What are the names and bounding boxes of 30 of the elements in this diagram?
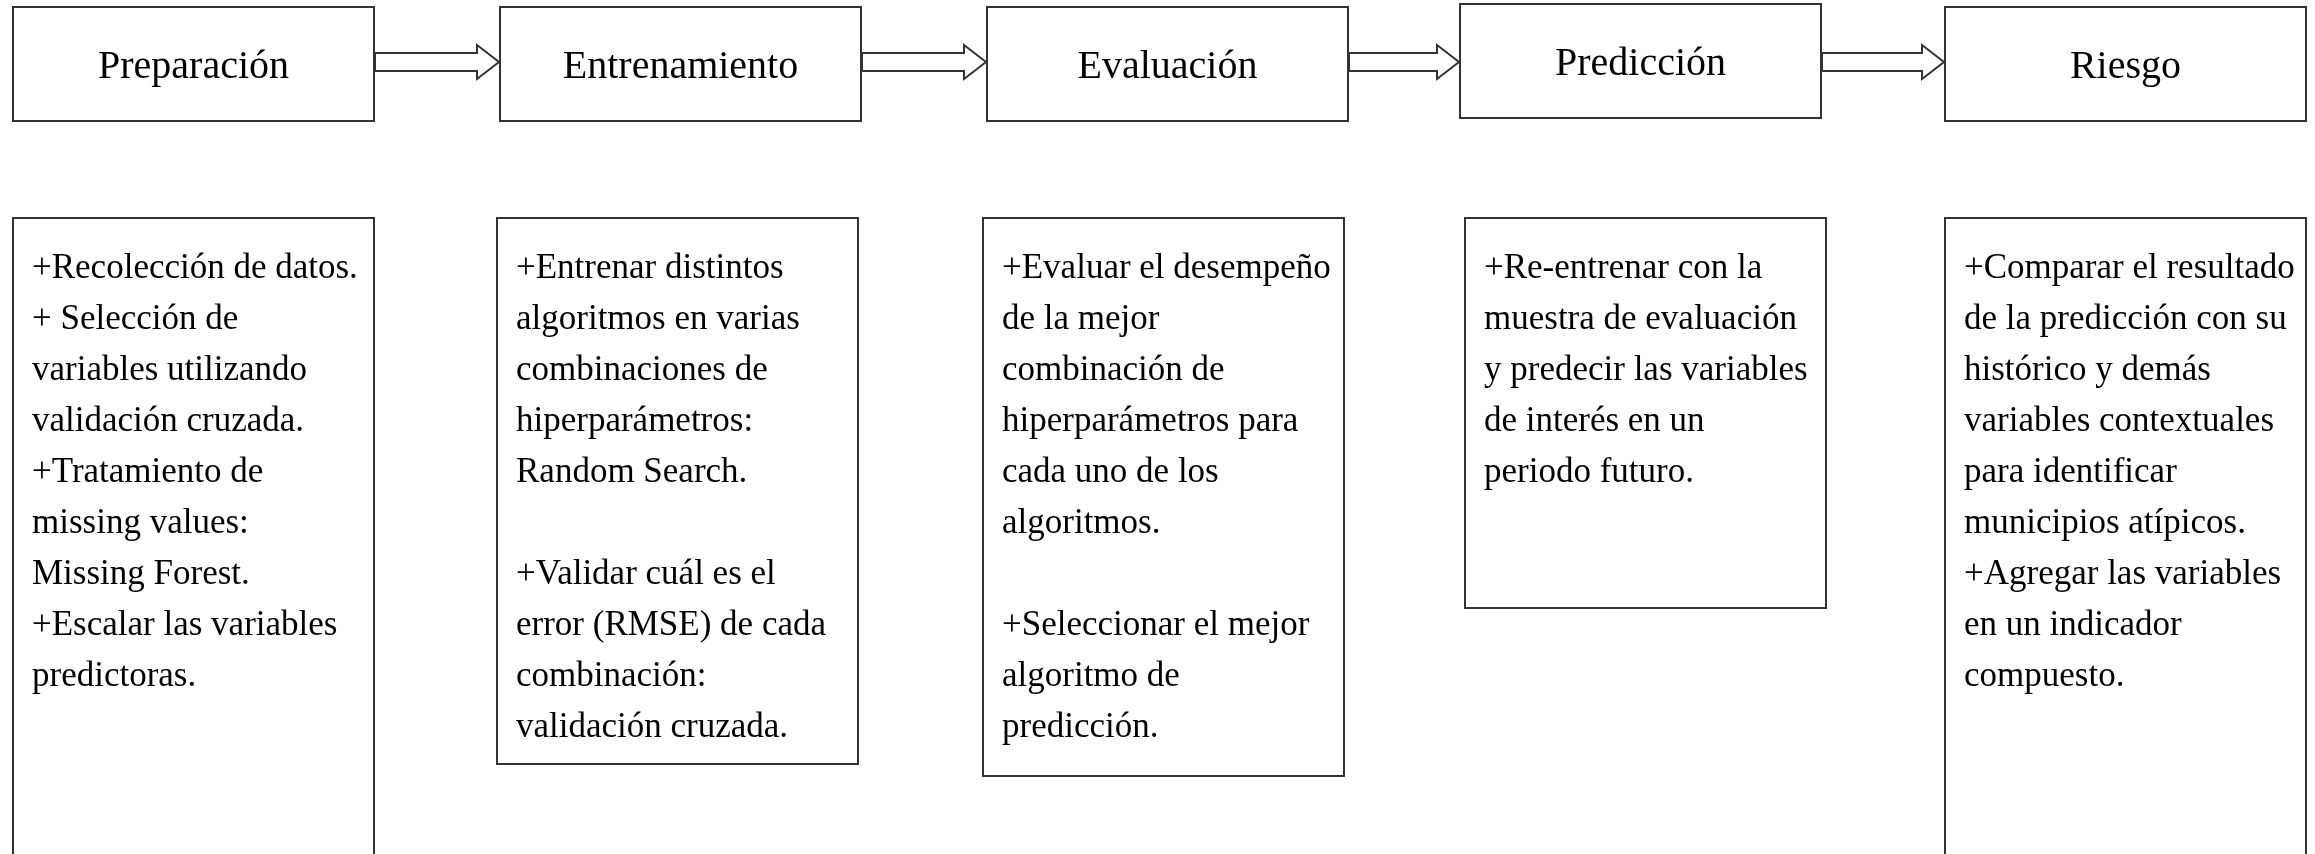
stage-title: Evaluación: [1077, 40, 1258, 88]
stage-title: Riesgo: [2069, 40, 2182, 88]
description-box: [496, 217, 859, 765]
step-text: +Escalar las variables predictoras.: [32, 603, 339, 696]
step-text: + Selección de variables utilizando validación cruzada.: [32, 297, 309, 441]
block-arrow: [1821, 42, 1946, 82]
stage-title: Preparación: [98, 40, 289, 88]
description-box: [982, 217, 1345, 777]
block-arrow: [861, 42, 988, 82]
stage-box: [1459, 3, 1822, 119]
step-text: +Agregar las variables en un indicador compuesto.: [1964, 552, 2283, 696]
step-text: +Entrenar distintos algoritmos en varias combinaciones de hiperparámetros: Random Search.: [516, 246, 801, 492]
stage-box: [499, 6, 862, 122]
stage-title: Entrenamiento: [562, 40, 799, 88]
description-box: [12, 217, 375, 854]
description-box: [1944, 217, 2307, 854]
step-text: +Validar cuál es el error (RMSE) de cada combinación: validación cruzada.: [516, 552, 827, 747]
description-box: [1464, 217, 1827, 609]
step-text: +Comparar el resultado de la predicción con su histórico y demás variables contextuales para identificar municipios atípicos.: [1964, 246, 2296, 543]
block-arrow: [374, 42, 501, 82]
stage-box: [12, 6, 375, 122]
step-text: +Evaluar el desempeño de la mejor combinación de hiperparámetros para cada uno de los algoritmos.: [1002, 246, 1332, 543]
step-text: +Seleccionar el mejor algoritmo de predicción.: [1002, 603, 1311, 747]
stage-title: Predicción: [1554, 37, 1727, 85]
stage-box: [986, 6, 1349, 122]
stage-box: [1944, 6, 2307, 122]
step-text: +Tratamiento de missing values: Missing Forest.: [32, 450, 265, 594]
block-arrow: [1348, 42, 1461, 82]
step-text: +Re-entrenar con la muestra de evaluación y predecir las variables de interés en un periodo futuro.: [1484, 246, 1809, 492]
step-text: +Recolección de datos.: [32, 246, 359, 288]
